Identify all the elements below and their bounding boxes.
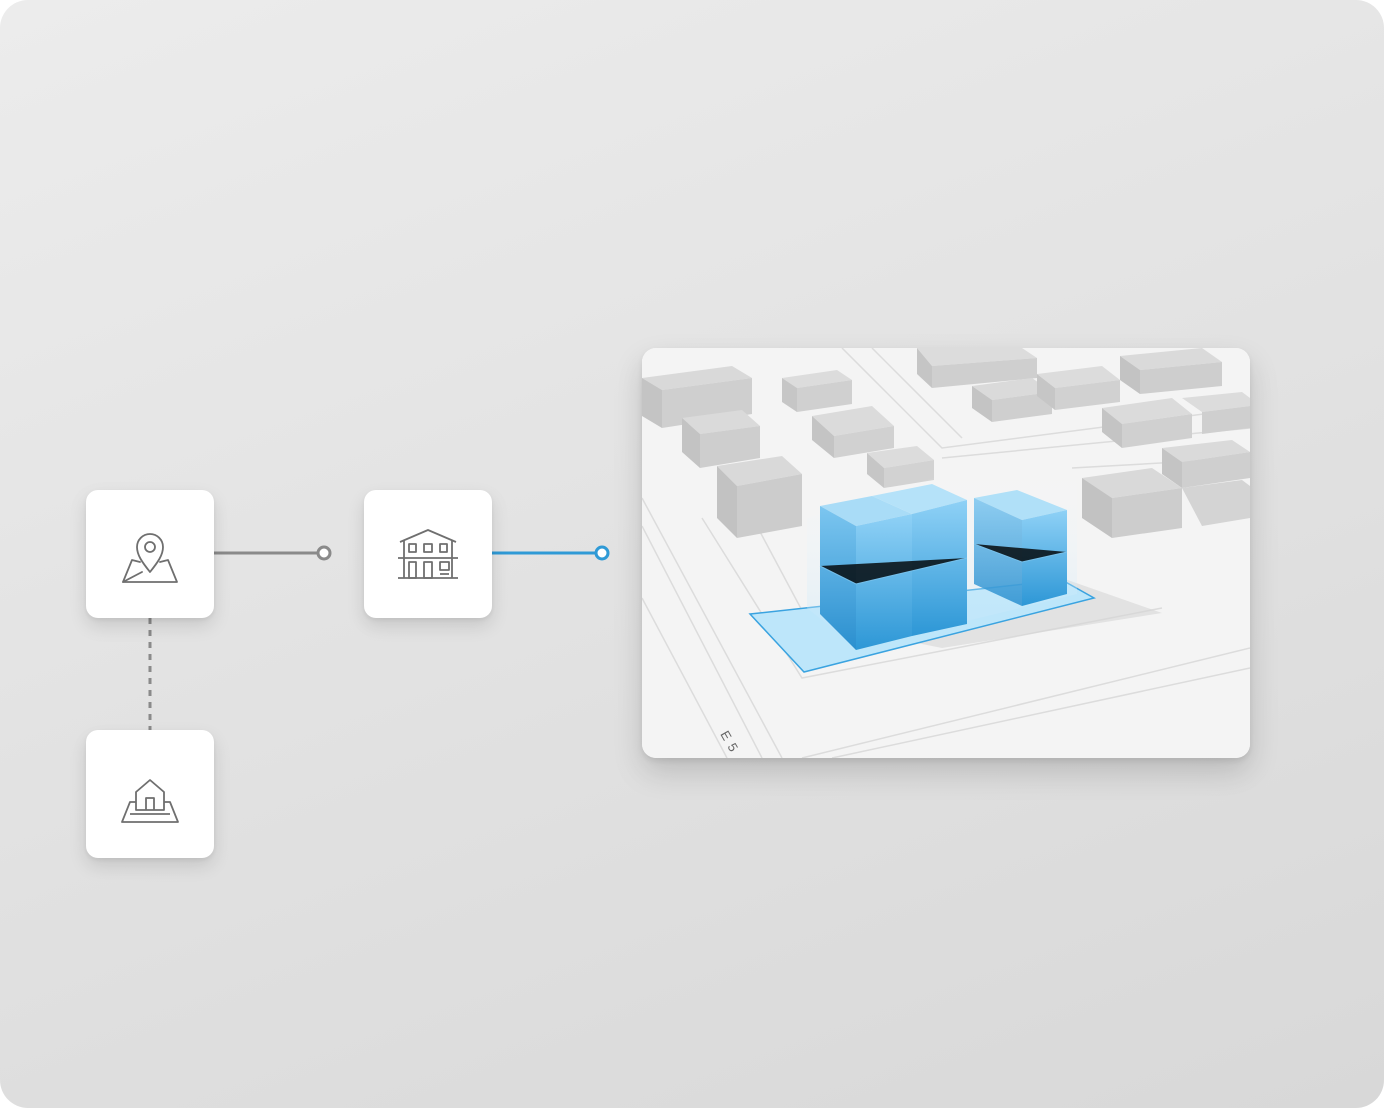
house-on-parcel-icon bbox=[121, 779, 179, 823]
surrounding-buildings bbox=[642, 348, 1250, 538]
connector-endpoint-blue bbox=[594, 545, 610, 561]
map-pin-on-map-icon bbox=[122, 533, 178, 583]
location-node-card[interactable] bbox=[86, 490, 214, 618]
highlighted-building bbox=[807, 458, 1077, 650]
3d-map-view[interactable]: E 5 bbox=[642, 348, 1250, 758]
parcel-node-card[interactable] bbox=[86, 730, 214, 858]
apartment-building-icon bbox=[398, 529, 458, 579]
3d-map-scene: E 5 bbox=[642, 348, 1250, 758]
building-node-card[interactable] bbox=[364, 490, 492, 618]
connector-endpoint-gray bbox=[316, 545, 332, 561]
